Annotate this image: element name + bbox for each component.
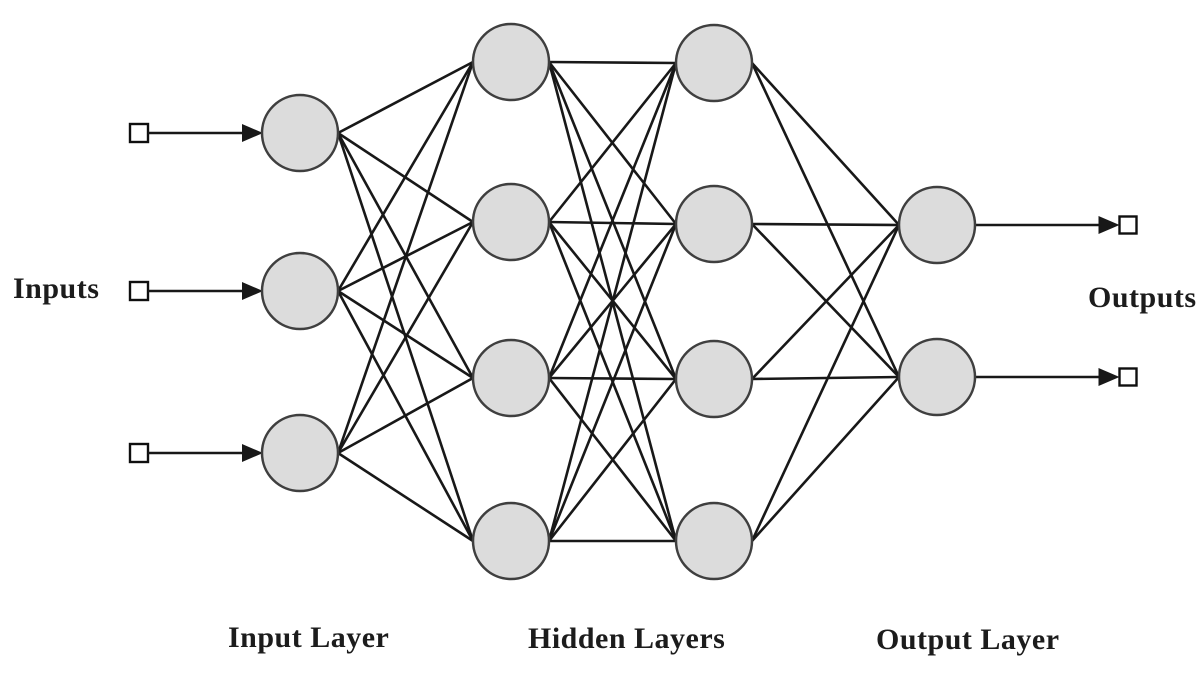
outputs-label: Outputs (1088, 281, 1197, 314)
input-terminal-square (128, 280, 150, 302)
connection-line (547, 223, 678, 542)
input-neuron-node (260, 93, 340, 173)
connection-line (751, 375, 900, 381)
input-arrows (128, 122, 263, 464)
hidden1-neuron-node (471, 182, 551, 262)
connection-line (547, 62, 678, 542)
hidden2-neuron-node (674, 501, 754, 581)
hidden1-neuron-node (471, 338, 551, 418)
input-neuron-node (260, 251, 340, 331)
connection-line (337, 60, 474, 135)
arrowhead-icon (242, 124, 263, 142)
hidden2-neuron-node (674, 23, 754, 103)
arrowhead-icon (242, 444, 263, 462)
connection-line (751, 222, 900, 227)
connection-line (751, 224, 900, 380)
connection-line (337, 451, 474, 543)
connection-line (337, 289, 474, 380)
inputs-label: Inputs (13, 272, 100, 305)
connection-line (750, 62, 901, 378)
arrowhead-icon (1098, 368, 1120, 386)
connection-line (336, 221, 475, 454)
connection-line (751, 376, 900, 542)
neuron-nodes (260, 22, 977, 581)
connection-line (336, 61, 475, 454)
connection-line (547, 62, 678, 379)
connection-line (336, 61, 475, 292)
arrowhead-icon (1098, 216, 1120, 234)
hidden-layers-label: Hidden Layers (528, 622, 726, 655)
connection-line (548, 376, 677, 381)
connection-line (547, 62, 678, 223)
hidden1-neuron-node (471, 22, 551, 102)
input-layer-label: Input Layer (228, 621, 390, 654)
connection-line (547, 378, 678, 542)
connection-line (751, 62, 900, 226)
input-terminal-square (128, 442, 150, 464)
connection-line (750, 224, 901, 542)
output-terminal-square (1118, 367, 1138, 387)
input-terminal-square (128, 122, 150, 144)
output-neuron-node (897, 337, 977, 417)
hidden2-neuron-node (674, 339, 754, 419)
hidden2-neuron-node (674, 184, 754, 264)
connection-lines (336, 60, 901, 543)
output-neuron-node (897, 185, 977, 265)
input-neuron-node (260, 413, 340, 493)
output-arrows (975, 215, 1138, 387)
connection-line (337, 376, 474, 455)
output-layer-label: Output Layer (876, 623, 1060, 656)
connection-line (548, 60, 677, 65)
output-terminal-square (1118, 215, 1138, 235)
hidden1-neuron-node (471, 501, 551, 581)
arrowhead-icon (242, 282, 263, 300)
